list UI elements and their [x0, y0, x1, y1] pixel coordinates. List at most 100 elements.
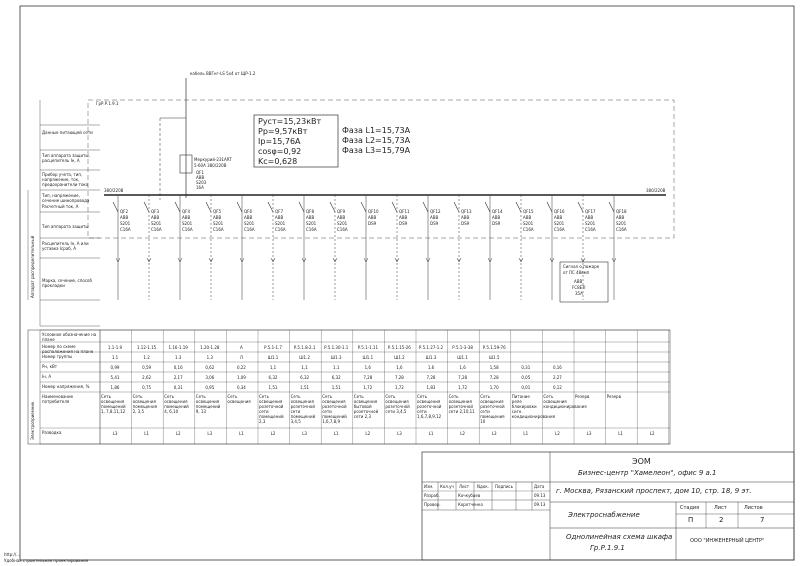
- table-cell: 5,41: [110, 375, 120, 380]
- breaker-type: ABB: [213, 215, 222, 220]
- breaker-model: S201: [275, 221, 286, 226]
- stamp-hdr-5: Дата: [534, 484, 545, 489]
- label-release-current: Расцепитель Iн, А или уставка Iсраб, А: [42, 241, 89, 251]
- param-cos: cosφ=0,92: [258, 147, 302, 156]
- table-cell: L2: [270, 431, 276, 436]
- branch-arrow: [549, 257, 555, 263]
- fire-title: Сигнал о пожаре: [563, 264, 600, 269]
- panel-label: ГрР.Р.1.9.1: [96, 101, 119, 106]
- table-cell: Сеть освещения розеточной сети 3,4,5: [385, 394, 410, 414]
- main-breaker-type: ABB: [196, 175, 205, 180]
- table-cell: Р.5.1-3-38: [452, 345, 473, 350]
- table-row-label: Условное обозначение на плане: [42, 332, 97, 342]
- breaker-name: QF9: [337, 209, 345, 214]
- table-cell: 1,51: [300, 385, 310, 390]
- stamp-name2: Коротченко: [458, 502, 483, 507]
- main-breaker-rating: 16А: [196, 185, 204, 190]
- breaker-type: ABB: [492, 215, 501, 220]
- stamp-company: ООО "ИНЖЕНЕРНЫЙ ЦЕНТР": [690, 538, 765, 544]
- table-row-label: Наименование потребителя: [42, 394, 74, 404]
- table-cell: Ш1.5: [488, 355, 500, 360]
- table-cell: Питание реле блокировки сигн. кондициони…: [511, 394, 556, 419]
- main-breaker-name: QF1: [196, 170, 204, 175]
- label-group-device: Тип аппарата защиты: [42, 224, 89, 229]
- table-cell: L1: [618, 431, 623, 436]
- fire-model: FC8ETr: [572, 285, 586, 290]
- breaker-type: ABB: [275, 215, 284, 220]
- breaker-symbol: [298, 201, 305, 213]
- stamp-address: г. Москва, Рязанский проспект, дом 10, с…: [556, 487, 752, 495]
- param-pust: Руст=15,23кВт: [258, 117, 322, 126]
- breaker-name: QF17: [585, 209, 596, 214]
- table-cell: 1,6: [396, 365, 403, 370]
- breaker-name: QF3: [151, 209, 159, 214]
- table-cell: 1.3: [206, 355, 213, 360]
- breaker-type: ABB: [554, 215, 563, 220]
- phase-l1: Фаза L1=15,73А: [342, 126, 411, 135]
- table-cell: 1,58: [489, 365, 499, 370]
- breaker-name: QF12: [430, 209, 441, 214]
- table-cell: L2: [460, 431, 465, 436]
- breaker-type: ABB: [151, 215, 160, 220]
- breaker-model: DS9: [399, 221, 408, 226]
- table-cell: Резерв: [575, 394, 590, 399]
- breaker-symbol: [267, 201, 274, 213]
- breaker-rating: С16А: [306, 227, 317, 232]
- stamp-section: Электроснабжение: [568, 511, 640, 519]
- footer-caption: Удобная строительная проектирования: [4, 558, 89, 563]
- stamp-hdr-0: Изм.: [424, 484, 434, 489]
- table-cell: Л: [239, 355, 243, 360]
- breaker-rating: С16А: [337, 227, 348, 232]
- label-data-panel: Данные питающей сети: [42, 130, 93, 135]
- table-cell: 7,28: [458, 375, 468, 380]
- branch-arrow: [239, 257, 245, 263]
- table-cell: 0,99: [110, 365, 120, 370]
- breaker-symbol: [112, 201, 119, 213]
- footer-url[interactable]: http://...: [4, 552, 21, 557]
- table-cell: 1,70: [489, 385, 499, 390]
- table-cell: L1: [523, 431, 529, 436]
- breaker-symbol: [174, 201, 181, 213]
- breaker-rating: С16А: [275, 227, 286, 232]
- breaker-type: ABB: [306, 215, 315, 220]
- breaker-symbol: [360, 201, 367, 213]
- table-cell: 1,09: [236, 375, 246, 380]
- breaker-type: ABB: [399, 215, 408, 220]
- table-cell: 1.3: [175, 355, 182, 360]
- breaker-name: QF8: [306, 209, 314, 214]
- branch-arrow: [177, 257, 183, 263]
- breaker-symbol: [236, 201, 243, 213]
- table-cell: 1,86: [110, 385, 120, 390]
- table-cell: L2: [365, 431, 371, 436]
- param-kc: Kc=0,628: [258, 157, 298, 166]
- breaker-type: ABB: [368, 215, 377, 220]
- table-cell: 0,95: [205, 385, 215, 390]
- table-cell: 0,12: [552, 385, 562, 390]
- table-cell: Сеть освещения помещения 2, 3,5: [132, 394, 157, 414]
- breaker-symbol: [205, 201, 212, 213]
- breaker-symbol: [546, 201, 553, 213]
- table-cell: 1,6: [427, 365, 435, 370]
- main-breaker-model: S203: [196, 180, 207, 185]
- table-cell: 1.1: [111, 355, 119, 360]
- table-cell: L2: [555, 431, 560, 436]
- breaker-model: S201: [554, 221, 565, 226]
- breaker-symbol: [608, 201, 615, 213]
- breaker-type: ABB: [461, 215, 470, 220]
- stamp-date2: 09.13: [534, 502, 546, 507]
- table-cell: 7,28: [394, 375, 404, 380]
- stamp-hdr-1: Кол.уч: [440, 484, 454, 489]
- breaker-rating: С16А: [151, 227, 162, 232]
- breaker-model: S201: [213, 221, 224, 226]
- table-cell: 2,17: [173, 375, 183, 380]
- table-cell: 7,28: [363, 375, 373, 380]
- table-cell: Сеть освещения кондиционирования: [543, 394, 587, 409]
- table-cell: L3: [302, 431, 307, 436]
- table-cell: L2: [175, 431, 181, 436]
- table-row-label: Номер напряжения, %: [42, 384, 90, 389]
- breaker-symbol: [577, 201, 584, 213]
- table-cell: Сеть освещения бытовой розеточной сети 2…: [353, 394, 379, 419]
- stamp-code: ЭОМ: [632, 457, 651, 466]
- breaker-model: S201: [120, 221, 131, 226]
- table-cell: 7,28: [489, 375, 499, 380]
